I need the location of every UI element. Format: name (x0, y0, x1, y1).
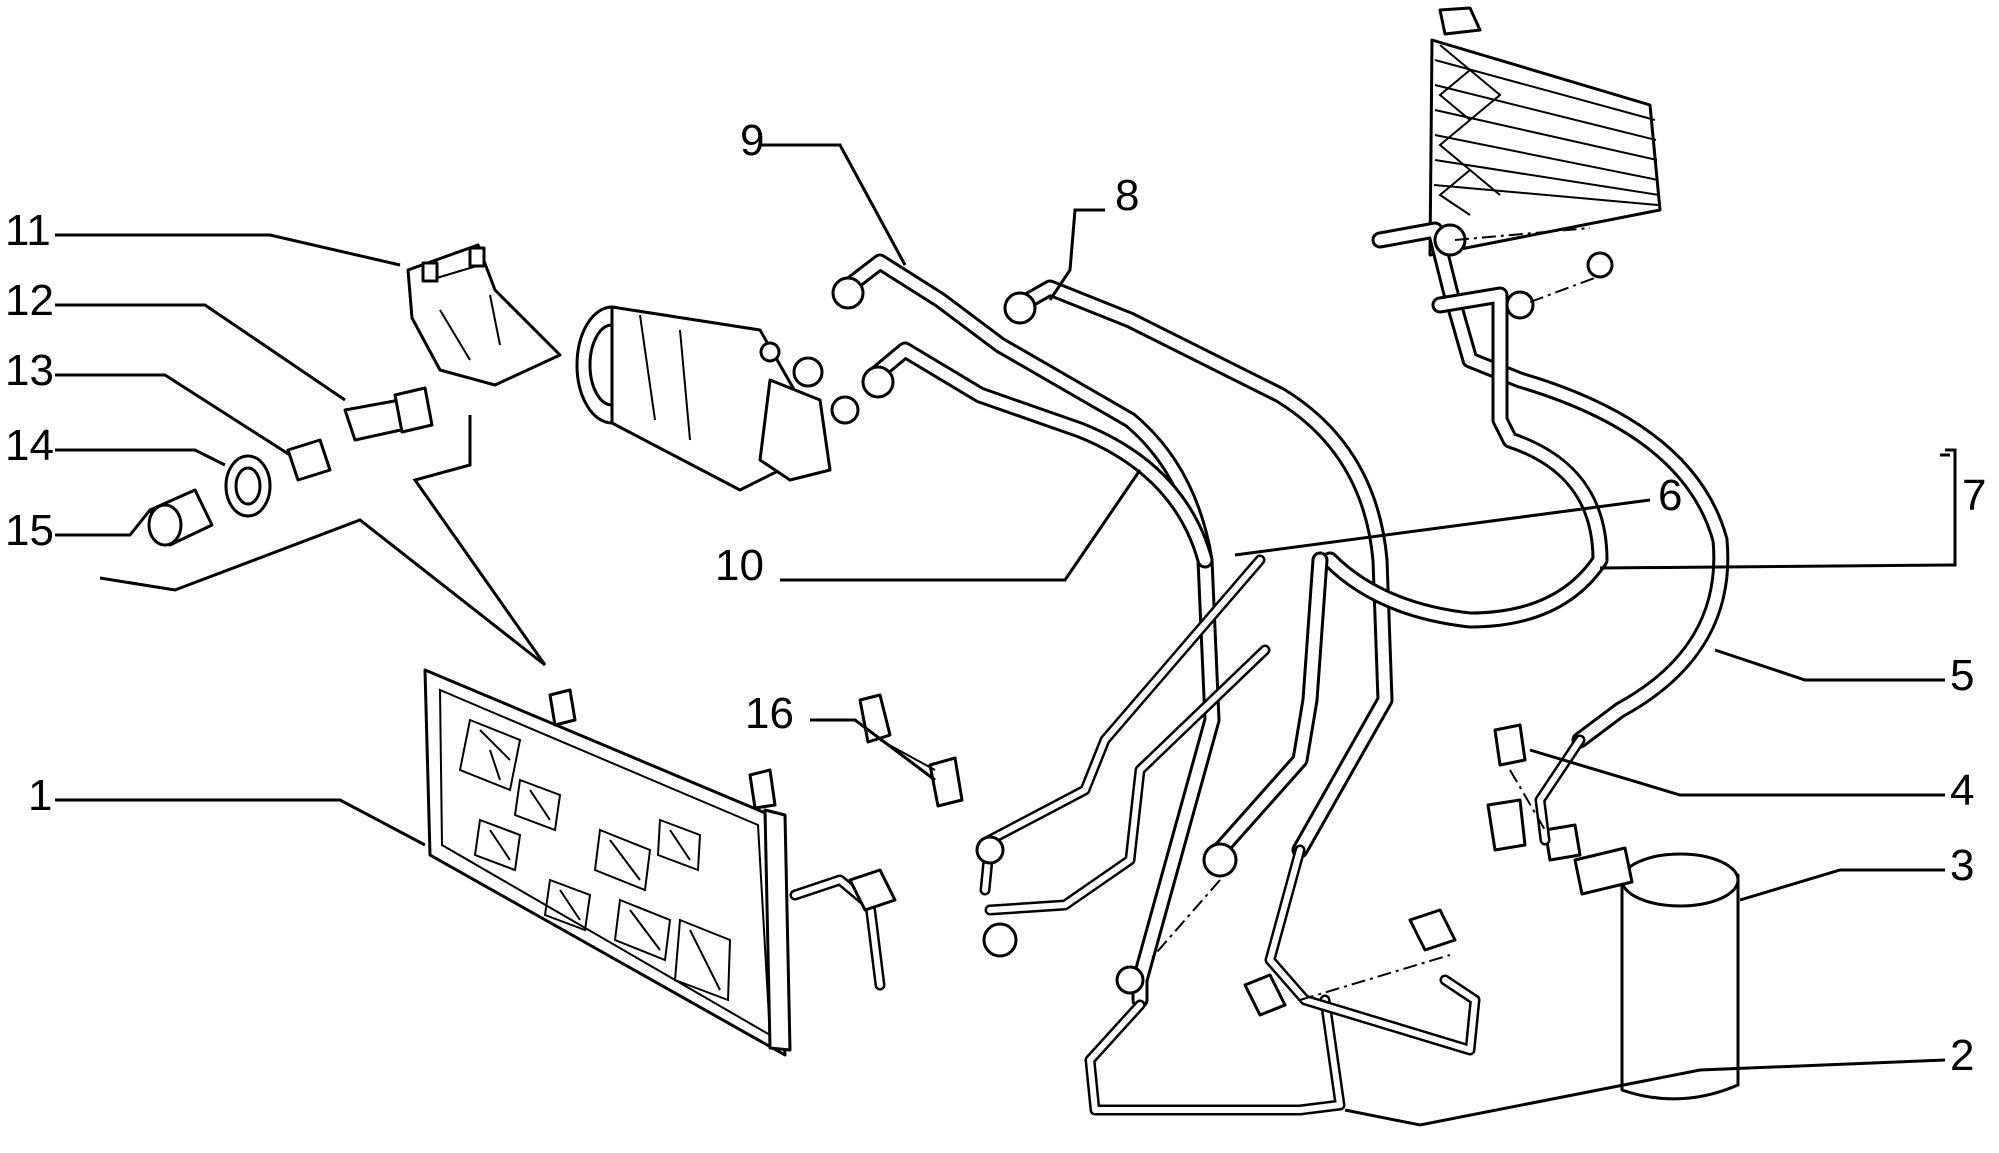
leader-5 (1714, 648, 1945, 682)
evaporator (1428, 6, 1662, 257)
leader-7 (1599, 448, 1957, 570)
callout-10: 10 (715, 541, 764, 590)
callout-3: 3 (1950, 841, 1974, 890)
condenser (423, 668, 792, 1057)
compressor (575, 305, 860, 492)
callout-13: 13 (5, 346, 54, 395)
leader-10 (780, 469, 1142, 582)
assembly-lines (1149, 227, 1601, 1001)
callout-14: 14 (5, 421, 54, 470)
leader-13 (55, 373, 291, 457)
pressure-switch (1486, 723, 1582, 862)
leader-11 (55, 233, 401, 267)
callout-1: 1 (28, 771, 52, 820)
callout-8: 8 (1115, 171, 1139, 220)
leader-15 (55, 509, 152, 537)
leader-2 (1344, 1058, 1946, 1127)
sensor-16 (858, 693, 964, 808)
spacer-13 (286, 438, 332, 482)
mounting-hardware (147, 386, 434, 547)
callout-15: 15 (5, 506, 54, 555)
callout-11: 11 (5, 206, 51, 255)
callout-2: 2 (1950, 1031, 1974, 1080)
hose-lines (841, 221, 1730, 1009)
callout-5: 5 (1950, 651, 1974, 700)
receiver-drier (1573, 846, 1740, 1101)
leader-9 (760, 143, 907, 266)
leader-1 (55, 798, 426, 847)
compressor-bracket (406, 243, 562, 387)
callout-16: 16 (745, 689, 794, 738)
callout-6: 6 (1658, 471, 1682, 520)
leader-3 (1739, 868, 1945, 902)
callout-7: 7 (1962, 471, 1986, 520)
callout-12: 12 (5, 276, 54, 325)
callout-9: 9 (740, 116, 764, 165)
callout-labels: 11 12 13 14 15 1 9 8 10 16 6 7 5 4 3 2 (5, 116, 1986, 1080)
leader-14 (55, 448, 226, 467)
leader-8 (1048, 208, 1105, 301)
leader-16 (810, 718, 936, 782)
leader-lines (55, 143, 1957, 1127)
leader-group-12-15 (99, 518, 546, 667)
leader-12 (55, 303, 346, 402)
leader-4 (1529, 748, 1945, 797)
fittings (831, 223, 1614, 1017)
leader-6 (1234, 498, 1651, 557)
callout-4: 4 (1950, 766, 1974, 815)
